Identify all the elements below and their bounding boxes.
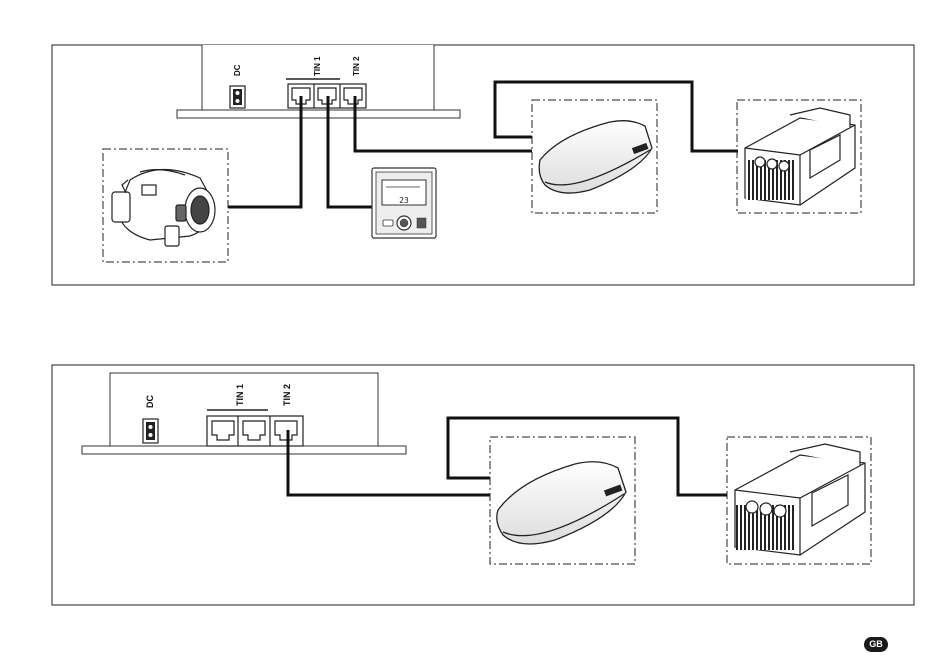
- tin1-label-2: TIN 1: [235, 384, 245, 406]
- dc-label-1: DC: [233, 64, 242, 76]
- tin1-label-1: TIN 1: [313, 56, 322, 76]
- aircon-unit-1: [539, 121, 652, 193]
- dc-connector-2: [143, 419, 158, 443]
- dc-connector-1: [230, 86, 245, 108]
- diagram-1: DC TIN 1 TIN 2: [52, 45, 914, 285]
- diagram-2: DC TIN 1 TIN 2: [52, 365, 914, 605]
- dc-label-2: DC: [145, 395, 155, 408]
- tin2-label-1: TIN 2: [352, 56, 361, 76]
- language-badge: GB: [864, 637, 888, 652]
- panel-display-1: 23: [399, 196, 409, 205]
- boiler-unit-2: [735, 444, 865, 555]
- boiler-unit-1: [745, 108, 855, 205]
- heater-unit-1: [112, 169, 215, 246]
- aircon-unit-2: [497, 462, 626, 544]
- tin2-label-2: TIN 2: [282, 384, 292, 406]
